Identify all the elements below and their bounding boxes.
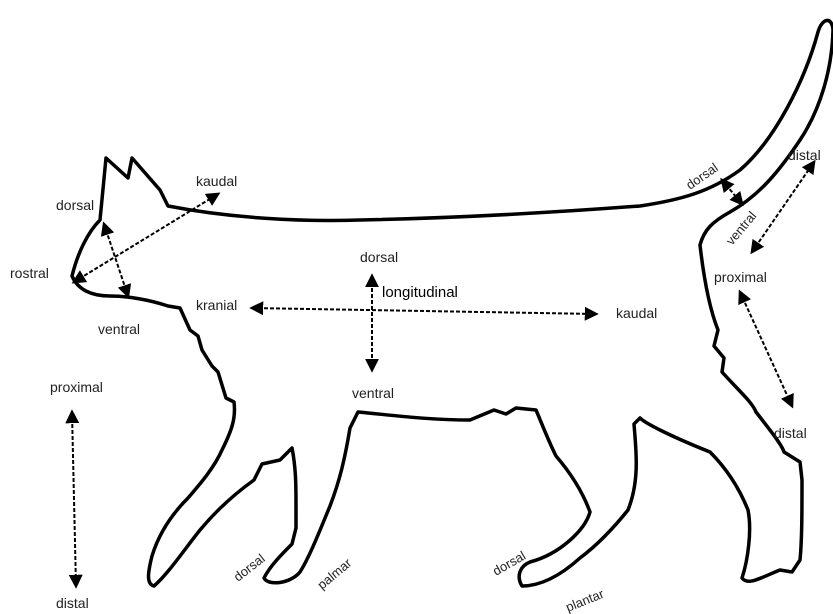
label-head-kaudal: kaudal xyxy=(196,173,237,189)
label-body-kaudal: kaudal xyxy=(616,305,657,321)
tail-proximodistal-arrow xyxy=(752,162,814,252)
label-head-dorsal: dorsal xyxy=(56,197,94,213)
label-front-paw-dorsal: dorsal xyxy=(231,551,268,585)
head-dorsoventral-arrow xyxy=(104,224,128,296)
label-tail-dorsal: dorsal xyxy=(683,160,721,193)
label-hindleg-distal: distal xyxy=(774,425,807,441)
label-hindleg-proximal: proximal xyxy=(714,269,767,285)
label-leg-proximal: proximal xyxy=(50,379,103,395)
label-body-ventral: ventral xyxy=(352,385,394,401)
label-body-longitudinal: longitudinal xyxy=(382,284,458,301)
label-front-paw-palmar: palmar xyxy=(314,555,355,592)
hindleg-proximodistal-arrow xyxy=(740,292,792,406)
label-hind-paw-dorsal: dorsal xyxy=(490,548,528,579)
label-body-dorsal: dorsal xyxy=(360,249,398,265)
label-head-rostral: rostral xyxy=(10,265,49,281)
cat-outline xyxy=(72,20,833,586)
limb-proximodistal-arrow xyxy=(72,412,76,586)
body-kraniokaudal-arrow xyxy=(252,308,596,314)
label-tail-distal: distal xyxy=(788,147,821,163)
head-rostrocaudal-arrow xyxy=(74,194,218,282)
label-body-kranial: kranial xyxy=(196,297,237,313)
label-head-ventral: ventral xyxy=(98,321,140,337)
label-leg-distal: distal xyxy=(56,595,89,611)
label-hind-paw-plantar: plantar xyxy=(564,586,607,614)
tail-dorsoventral-arrow xyxy=(722,180,742,204)
